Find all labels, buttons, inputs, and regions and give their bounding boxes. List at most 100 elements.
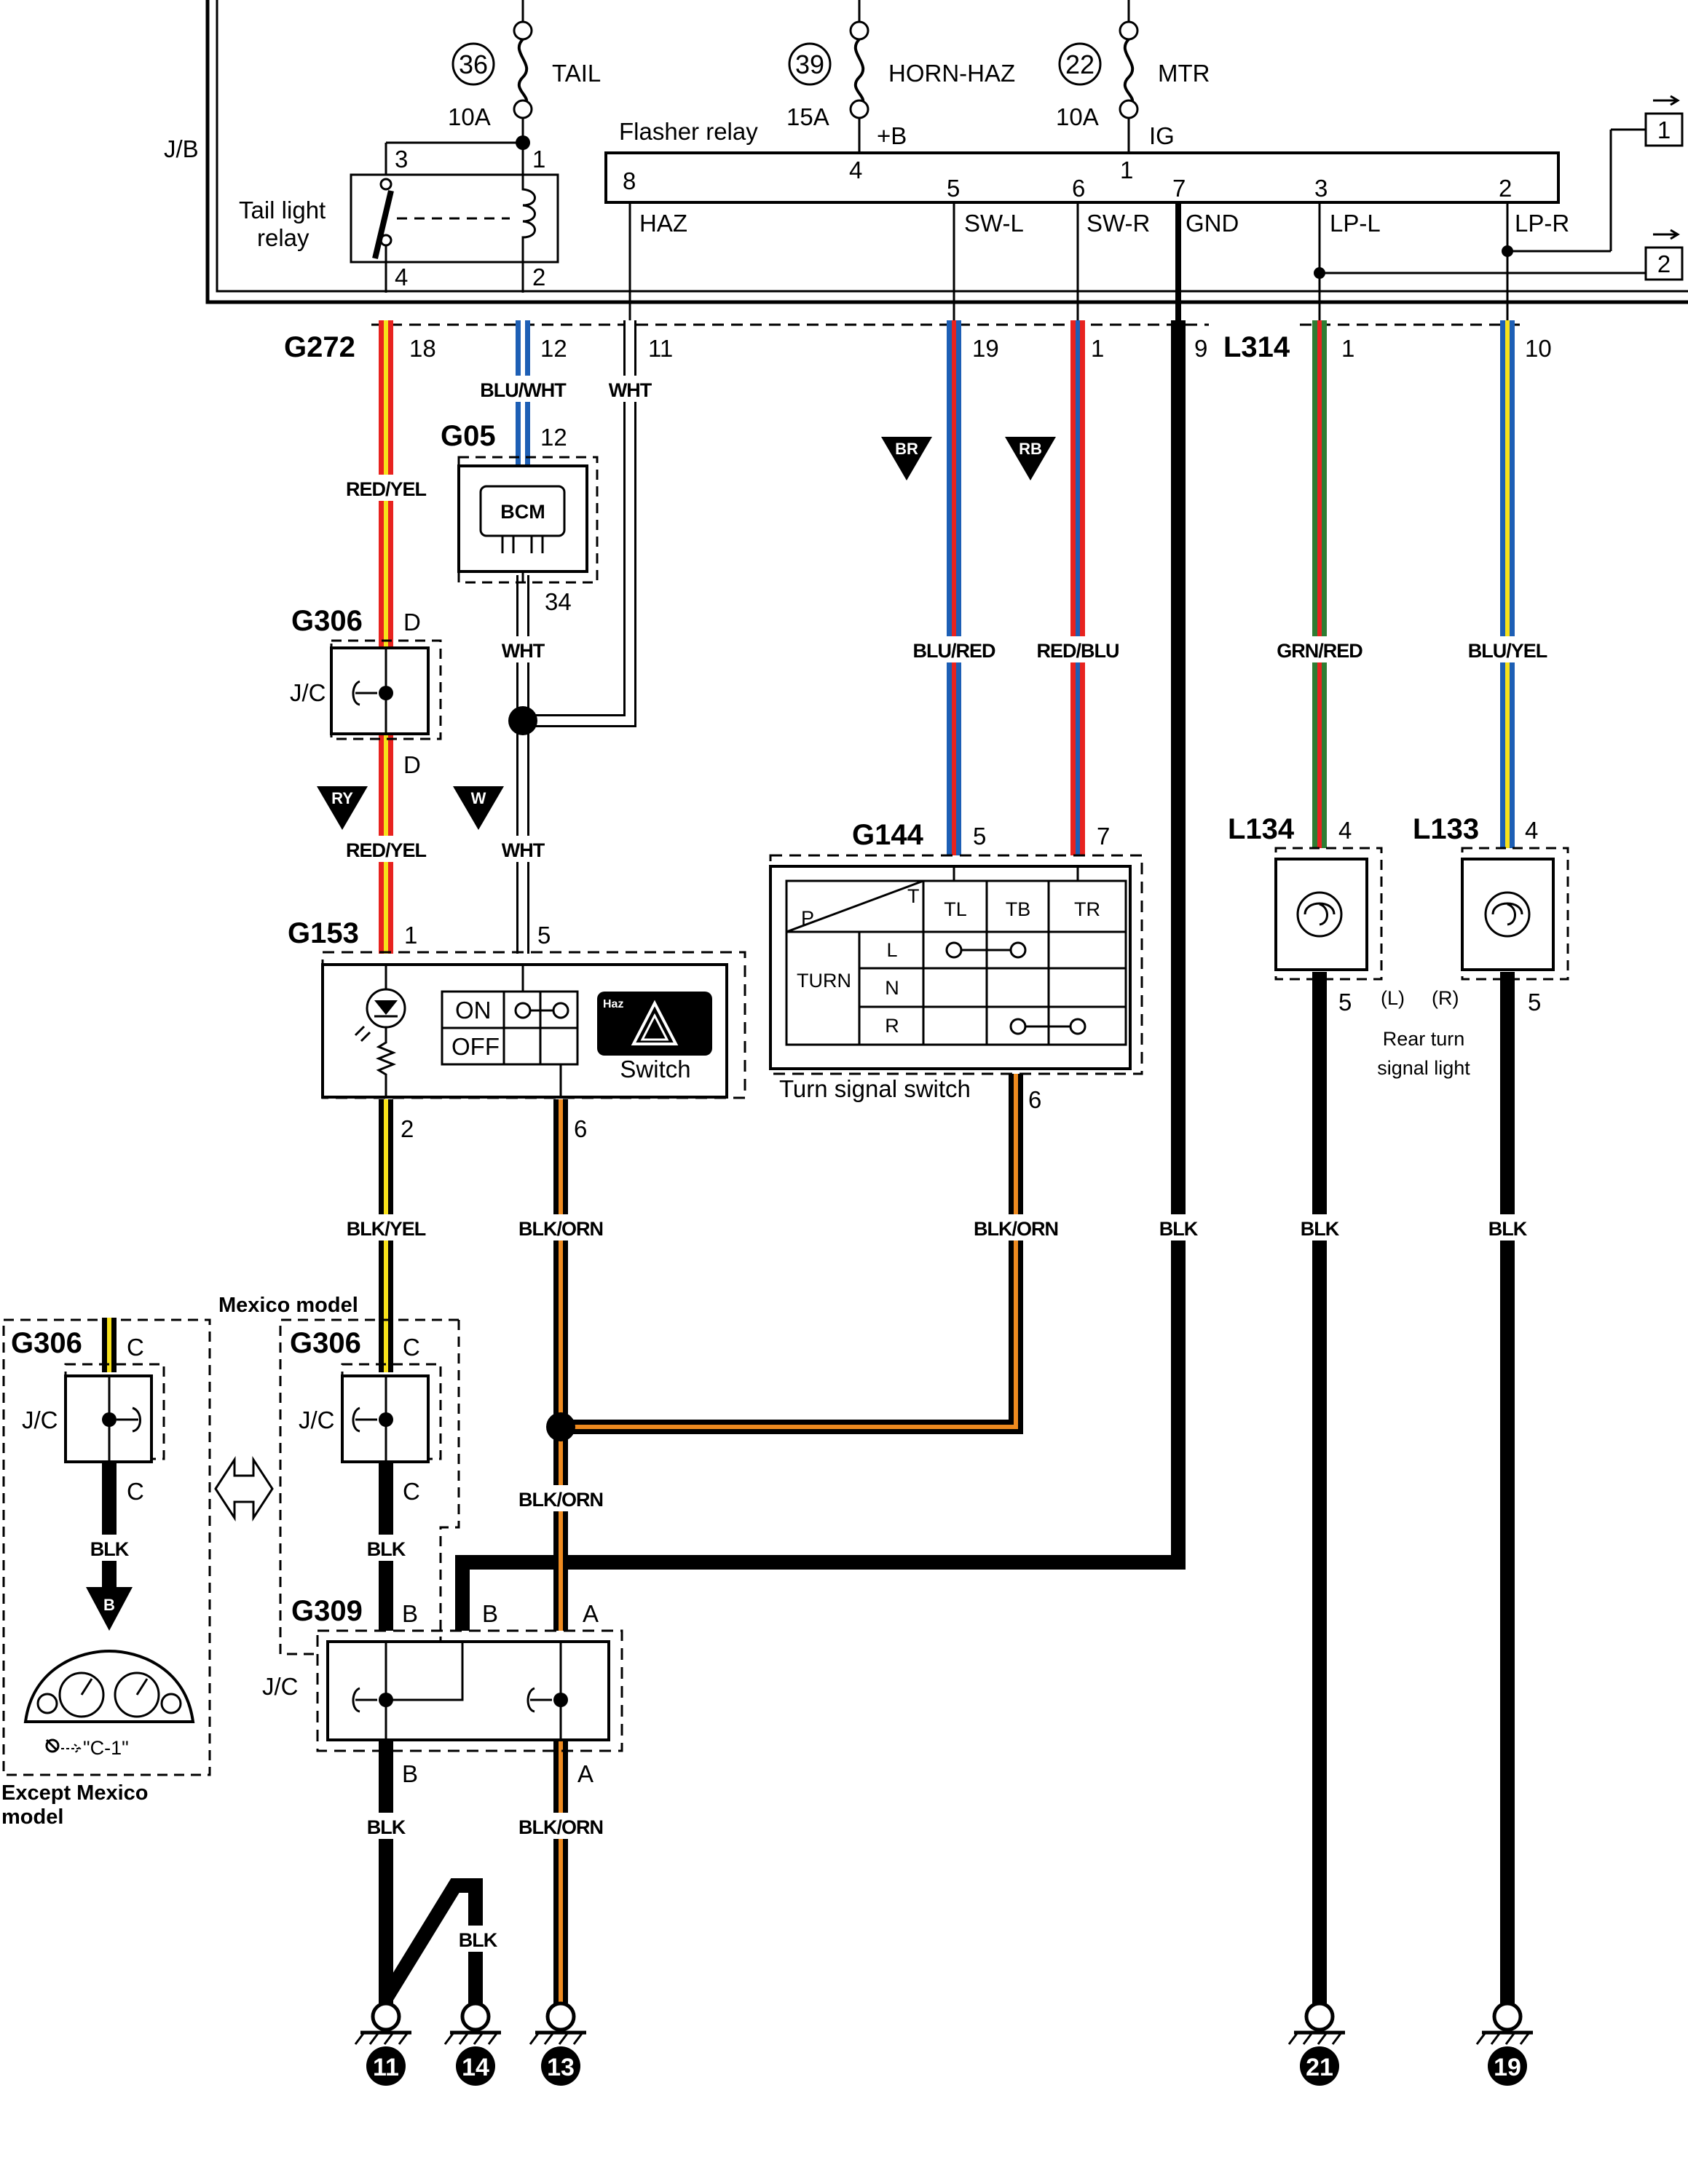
connector-name: G306 (290, 1327, 361, 1359)
wire-label: WHT (502, 839, 545, 861)
wire-label: BLU/RED (913, 640, 995, 662)
pin-num: 5 (537, 922, 551, 949)
fuse-number: 22 (1065, 50, 1095, 79)
connector-g05: G05 12 BCM 34 (441, 420, 599, 615)
connector-name: G153 (288, 917, 359, 949)
flasher-pin-name: LP-L (1330, 210, 1381, 237)
bulb-icon (1296, 891, 1343, 938)
wire-label: BLK/ORN (518, 1218, 603, 1240)
reference-number: 2 (1657, 250, 1671, 277)
except-model-2: model (1, 1805, 63, 1829)
badge-w: W (453, 786, 504, 830)
wire-label: BLK (1488, 1218, 1528, 1240)
pin-num: C (127, 1334, 144, 1361)
fuse-number-circle (1058, 42, 1102, 86)
pin-num: D (403, 751, 421, 778)
row-label: N (885, 977, 899, 999)
lamp-l133: L133 4 5 (1413, 813, 1569, 1016)
fuse-number: 36 (459, 50, 488, 79)
flasher-pin-name: SW-L (964, 210, 1024, 237)
splice-point (508, 706, 537, 735)
pin-num: 6 (1028, 1086, 1041, 1113)
relay-box (350, 173, 559, 264)
pin-num: 7 (1097, 823, 1110, 850)
header-p: P (801, 907, 814, 929)
jc-label: J/C (22, 1406, 58, 1433)
pin-num: 1 (1091, 335, 1104, 362)
wire-label: BLK (367, 1816, 406, 1838)
connector-g272: G272 18 12 11 19 1 9 (284, 323, 1209, 363)
arrow-right-icon (1653, 95, 1680, 106)
wire-blu-yel: BLU/YEL (1454, 320, 1561, 848)
pin-num: C (403, 1334, 420, 1361)
connector-name: G306 (11, 1327, 82, 1359)
fuse-horn-haz: 39 HORN-HAZ 15A +B 4 (786, 0, 1015, 183)
flasher-pin-num: 8 (623, 167, 636, 194)
except-mexico-box: B G306 C J/C C BLK "C-1" Except Mexico m… (1, 1318, 211, 1829)
col-header: TB (1006, 898, 1031, 920)
badge-rb: RB (1005, 437, 1056, 480)
wire-label: BLK (1301, 1218, 1340, 1240)
lamp-description: (L) (R) Rear turn signal light (1377, 987, 1470, 1079)
lamp-left-label: (L) (1381, 987, 1405, 1009)
wire-label: WHT (609, 379, 652, 401)
fuse-name: MTR (1158, 60, 1210, 87)
pin-num: 1 (404, 922, 417, 949)
bcm-icon (479, 485, 566, 537)
flasher-top-pin-num: 4 (849, 157, 862, 183)
wire-label: BLU/WHT (480, 379, 567, 401)
wire-label: BLU/YEL (1468, 640, 1547, 662)
bcm-label: BCM (500, 501, 545, 523)
arrow-down-icon (86, 1587, 133, 1631)
relay-pin: 1 (532, 146, 545, 173)
pin-num: 34 (545, 588, 572, 615)
fuse-amp: 10A (448, 103, 491, 130)
pin-num: 5 (1338, 989, 1352, 1016)
haz-badge-text: Haz (603, 998, 623, 1010)
bulb-icon (1484, 891, 1531, 938)
fuse-name: HORN-HAZ (888, 60, 1015, 87)
connector-name: G05 (441, 420, 496, 452)
relay-label-2: relay (257, 224, 309, 251)
badge-text: BR (895, 440, 918, 458)
connector-name: L134 (1228, 813, 1295, 845)
connector-name: G306 (291, 605, 363, 637)
wire-label: BLK (90, 1538, 130, 1560)
fuse-number: 39 (795, 50, 824, 79)
hazard-triangle-icon (631, 1000, 679, 1045)
connector-l314: L314 1 10 (1223, 323, 1552, 363)
flasher-pin-name: LP-R (1515, 210, 1569, 237)
wire-blk-yel: BLK/YEL BLK (335, 1099, 437, 1631)
pin-num: B (482, 1600, 498, 1627)
jc-label: J/C (262, 1673, 299, 1700)
lamp-right-label: (R) (1432, 987, 1459, 1009)
tail-light-relay: Tail light relay 3 1 4 2 (239, 141, 559, 293)
pin-num: A (583, 1600, 599, 1627)
wire-blk-lamps: BLK BLK (1292, 972, 1535, 2003)
jb-label: J/B (164, 135, 199, 162)
hazard-switch-g153: G153 1 5 ON OFF Haz Switch 2 6 (288, 917, 746, 1142)
wire-blk-gnd: BLK (455, 320, 1206, 1631)
flasher-pin-num: 2 (1499, 175, 1512, 202)
connector-name: G309 (291, 1595, 363, 1627)
lamp-line2: signal light (1377, 1057, 1470, 1079)
ground-14: 14 (443, 2001, 501, 2086)
pin-num: D (403, 609, 421, 636)
pin-num: 5 (1528, 989, 1541, 1016)
relay-label-1: Tail light (239, 197, 326, 223)
relay-contact (372, 190, 394, 259)
ground-13: 13 (529, 2001, 586, 2086)
pin-num: 10 (1525, 335, 1552, 362)
splice-point (546, 1412, 575, 1441)
flasher-pin-num: 3 (1314, 175, 1328, 202)
connector-g309: G309 B B A J/C B A (262, 1595, 623, 1787)
fuse-number-circle (788, 42, 832, 86)
wire-blk-orn: BLK/ORN BLK/ORN BLK/ORN (510, 1074, 1067, 1631)
fuse-link-icon (352, 1687, 377, 1713)
turn-switch-table (785, 879, 1127, 1046)
ground-number: 13 (547, 2054, 575, 2081)
lamp-l134: L134 4 5 (1228, 813, 1383, 1016)
connector-name: L314 (1223, 331, 1290, 363)
wire-label: BLK (459, 1929, 498, 1951)
